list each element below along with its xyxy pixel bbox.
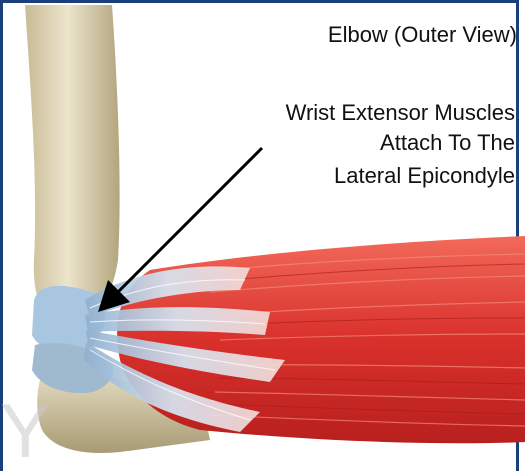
diagram-title: Elbow (Outer View) — [328, 22, 517, 48]
annotation-line-1: Wrist Extensor Muscles — [286, 98, 515, 127]
annotation-line-3: Lateral Epicondyle — [334, 161, 515, 190]
watermark-text: Y — [0, 392, 51, 472]
annotation-line-2: Attach To The — [380, 128, 515, 157]
humerus-bone — [25, 5, 120, 322]
